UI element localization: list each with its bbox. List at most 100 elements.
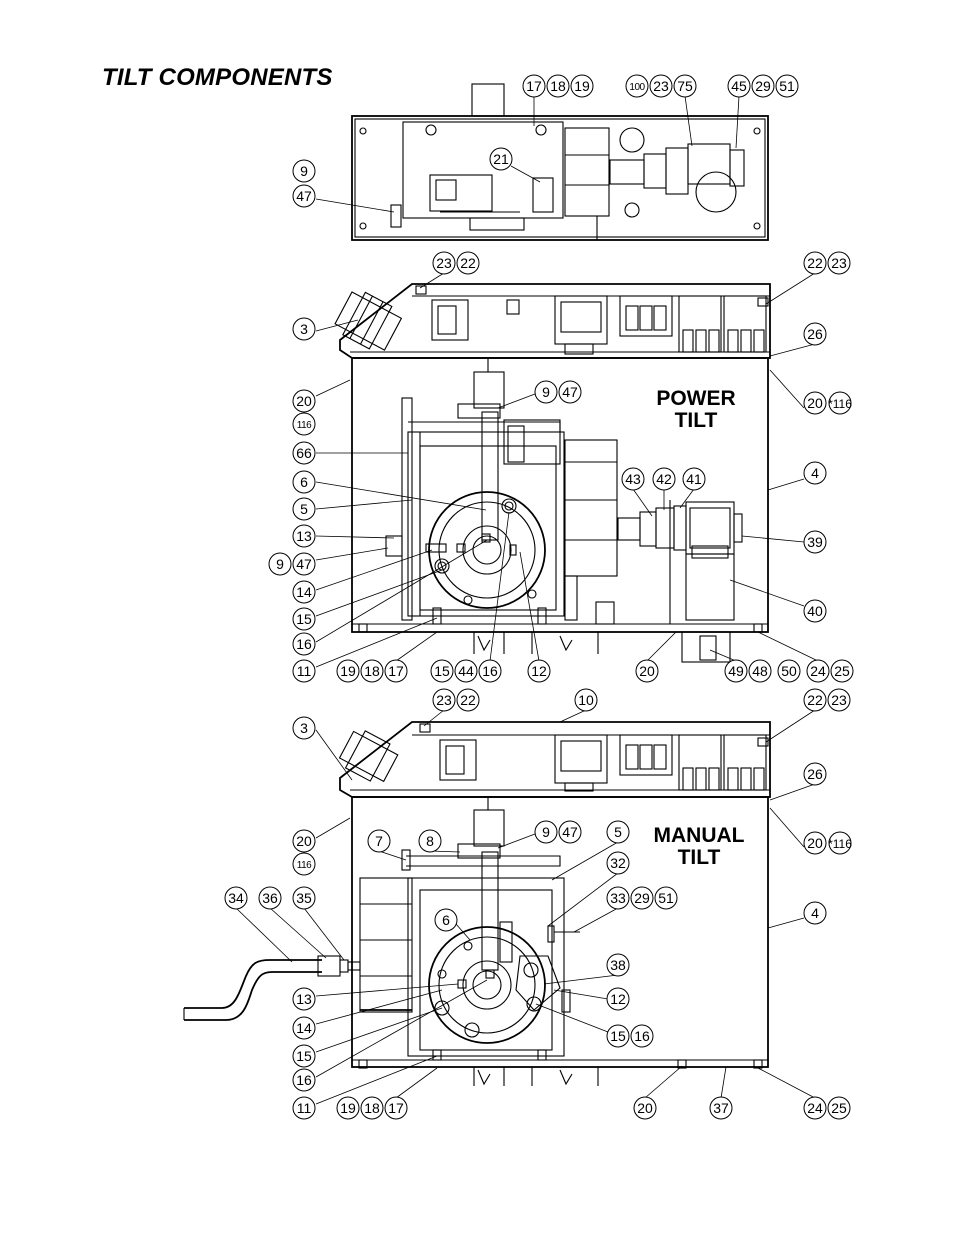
manual-tilt-label: MANUAL TILT [654,824,745,869]
callout-circle [292,441,316,465]
callout-circle [827,688,851,712]
callout-circle [546,74,570,98]
callout-c089: 20 [633,1096,657,1120]
callout-number: 116 [297,860,312,871]
callout-number: 23 [831,692,847,708]
callout-c072: 33 [606,886,630,910]
callout-number: 116 [297,420,312,431]
callout-c027: 43 [621,467,645,491]
callout-number: 66 [296,445,312,461]
callout-c015: 22 [803,251,827,275]
callout-circle [478,659,502,683]
callout-number: 20 [637,1100,653,1116]
callout-circle [654,886,678,910]
callout-circle [258,886,282,910]
callout-c074: 51 [654,886,678,910]
callout-number: 9 [542,384,550,400]
callout-c077: 38 [606,953,630,977]
callout-c032: 39 [803,530,827,554]
callout-number: 23 [831,255,847,271]
callout-number: 16 [482,663,498,679]
callout-circle [527,659,551,683]
callout-number: 15 [296,1048,312,1064]
callout-number: 34 [228,890,244,906]
callout-circle [803,688,827,712]
callout-circle [292,184,316,208]
callout-c055: 10 [574,688,598,712]
callout-circle [268,552,292,576]
callout-c070: 36 [258,886,282,910]
callout-c022: 20 [803,391,827,415]
callout-number: 44 [458,663,474,679]
callout-circle [803,251,827,275]
callout-c079: 12 [606,987,630,1011]
callout-number: 12 [531,663,547,679]
star-note-circle [828,391,852,415]
callout-number: 47 [562,824,578,840]
callout-number: 32 [610,855,626,871]
callout-number: 16 [296,636,312,652]
callout-c071: 35 [292,886,316,910]
callout-c040: 19 [336,659,360,683]
callout-number: 9 [300,163,308,179]
callout-c038: 16 [292,632,316,656]
callout-circle [673,74,697,98]
power-tilt-view [334,283,771,663]
manual-label-line-1: MANUAL [654,824,745,847]
callout-c028: 42 [652,467,676,491]
callout-number: 42 [656,471,672,487]
callout-circle [292,1068,316,1092]
callout-number: 13 [296,991,312,1007]
callout-circle [803,322,827,346]
callout-number: 15 [434,663,450,679]
manual-tilt-view [183,721,771,1086]
callout-circle [292,987,316,1011]
callout-circle [606,953,630,977]
callout-number: 22 [807,255,823,271]
callout-c059: 26 [803,762,827,786]
callout-number: 21 [493,151,509,167]
callout-number: 47 [296,556,312,572]
callout-c092: 25 [827,1096,851,1120]
callout-circle [803,530,827,554]
callout-circle [803,762,827,786]
callout-number: 20 [639,663,655,679]
callout-c078: 13 [292,987,316,1011]
callout-c090: 37 [709,1096,733,1120]
callout-circle [635,659,659,683]
callout-circle [418,829,442,853]
callout-circle [522,74,546,98]
power-label-line-1: POWER [656,387,735,410]
callout-circle [384,659,408,683]
callout-number: 9 [542,824,550,840]
callout-circle [827,251,851,275]
callout-circle [292,1096,316,1120]
callout-number: 20 [807,395,823,411]
callout-c080: 14 [292,1016,316,1040]
callout-c010: 21 [489,147,513,171]
callout-c018: 26 [803,322,827,346]
callout-circle [570,74,594,98]
callout-c057: 23 [827,688,851,712]
callout-c020: 47 [558,380,582,404]
callout-circle [292,716,316,740]
star-note-s2: *116 [828,831,852,855]
leader-lines [235,95,819,1105]
callout-number: 13 [296,528,312,544]
callout-circle [606,1024,630,1048]
callout-c029: 41 [682,467,706,491]
callout-c017: 3 [292,317,316,341]
callout-circle [434,908,458,932]
callout-c048: 49 [724,659,748,683]
callout-circle [292,412,316,436]
callout-circle [830,659,854,683]
star-note-text: *116 [828,837,852,851]
callout-c041: 18 [360,659,384,683]
power-tilt-label: POWER TILT [656,387,735,432]
callout-c047: 20 [635,659,659,683]
callout-number: 5 [300,501,308,517]
callout-circle [292,886,316,910]
